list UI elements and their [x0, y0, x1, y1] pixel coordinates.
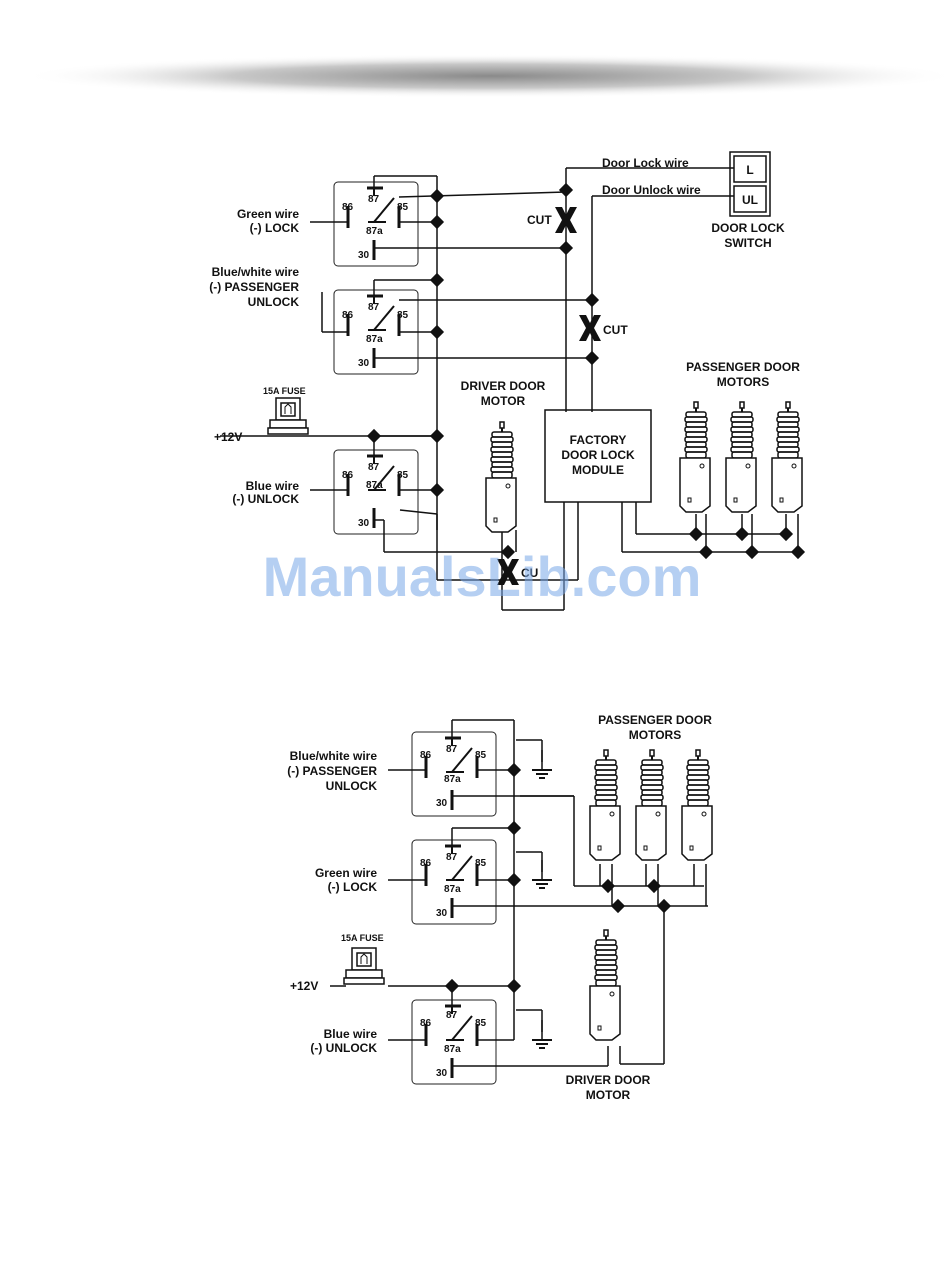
d1-driver-motor-line2: MOTOR: [481, 394, 526, 408]
d2-r1-pin85: 85: [475, 750, 487, 761]
diagram-2-labels: 87 86 85 87a 30 87 86 85 87a 30 87 86 85…: [287, 713, 712, 1102]
d2-driver-motor-line2: MOTOR: [586, 1088, 631, 1102]
factory-module-box: [544, 409, 652, 503]
d1-r1-pin87a: 87a: [366, 226, 383, 237]
watermark: ManualsLib.com: [263, 545, 702, 608]
d1-switch-label-line1: DOOR LOCK: [711, 221, 785, 235]
d1-r1-pin87: 87: [368, 194, 380, 205]
passenger-motor-2a: [589, 749, 621, 861]
d1-r3-pin85: 85: [397, 470, 409, 481]
d1-r2-pin85: 85: [397, 310, 409, 321]
d1-r2-pin87: 87: [368, 302, 380, 313]
passenger-motor-1a: [679, 401, 711, 513]
d1-switch-lock: L: [746, 163, 753, 177]
d2-r1-pin87: 87: [446, 744, 458, 755]
d2-relay1-label-line1: Blue/white wire: [290, 749, 378, 763]
d2-r3-pin30: 30: [436, 1068, 448, 1079]
d1-passenger-motors-line2: MOTORS: [717, 375, 769, 389]
driver-motor-1: [485, 421, 517, 533]
d2-relay2-label-line1: Green wire: [315, 866, 377, 880]
d1-relay1-label-line2: (-) LOCK: [250, 221, 300, 235]
d2-r3-pin85: 85: [475, 1018, 487, 1029]
d1-switch-label-line2: SWITCH: [724, 236, 771, 250]
d1-relay1-label-line1: Green wire: [237, 207, 299, 221]
d1-r1-pin85: 85: [397, 202, 409, 213]
d2-fuse-label: 15A FUSE: [341, 933, 384, 943]
d1-power-label: +12V: [214, 430, 242, 444]
d1-r3-pin30: 30: [358, 518, 370, 529]
header-shading: [20, 54, 950, 98]
passenger-motor-1b: [725, 401, 757, 513]
d1-r1-pin30: 30: [358, 250, 370, 261]
switch-housing: [729, 151, 771, 217]
cut-mark-unlock: [579, 315, 601, 341]
d1-driver-motor-line1: DRIVER DOOR: [461, 379, 546, 393]
d2-passenger-motors-line1: PASSENGER DOOR: [598, 713, 712, 727]
d1-module-line2: DOOR LOCK: [561, 448, 635, 462]
passenger-motor-1c: [771, 401, 803, 513]
d2-driver-motor-line1: DRIVER DOOR: [566, 1073, 651, 1087]
d2-passenger-motors-line2: MOTORS: [629, 728, 681, 742]
d1-relay3-label-line2: (-) UNLOCK: [232, 492, 299, 506]
d1-door-unlock-wire: Door Unlock wire: [602, 183, 701, 197]
d1-door-lock-wire: Door Lock wire: [602, 156, 689, 170]
d1-relay3-label-line1: Blue wire: [246, 479, 300, 493]
d1-relay2-label-line3: UNLOCK: [248, 295, 300, 309]
d2-relay3-label-line2: (-) UNLOCK: [310, 1041, 377, 1055]
d1-r3-pin87: 87: [368, 462, 380, 473]
passenger-motor-2c: [681, 749, 713, 861]
d2-relay1-label-line2: (-) PASSENGER: [287, 764, 377, 778]
d1-r2-pin87a: 87a: [366, 334, 383, 345]
d1-passenger-motors-line1: PASSENGER DOOR: [686, 360, 800, 374]
d2-r2-pin30: 30: [436, 908, 448, 919]
switch-unlock-button: [733, 185, 767, 213]
d1-r3-pin87a: 87a: [366, 480, 383, 491]
fuse-2: [343, 947, 385, 985]
d2-r3-pin87: 87: [446, 1010, 458, 1021]
d2-r2-pin85: 85: [475, 858, 487, 869]
d1-switch-unlock: UL: [742, 193, 758, 207]
d2-r3-pin86: 86: [420, 1018, 432, 1029]
d1-cut-label-1: CUT: [527, 213, 552, 227]
d2-relay2-label-line2: (-) LOCK: [328, 880, 378, 894]
d2-r3-pin87a: 87a: [444, 1044, 461, 1055]
d2-relay1-label-line3: UNLOCK: [326, 779, 378, 793]
d2-power-label: +12V: [290, 979, 318, 993]
d2-r2-pin87a: 87a: [444, 884, 461, 895]
passenger-motor-2b: [635, 749, 667, 861]
diagram-1-labels: 87 86 85 87a 30 87 86 85 87a 30 87 86 85…: [209, 156, 800, 580]
d2-r2-pin87: 87: [446, 852, 458, 863]
d1-module-line1: FACTORY: [570, 433, 627, 447]
d1-cut-label-2: CUT: [603, 323, 628, 337]
fuse-1: [267, 397, 309, 435]
driver-motor-2: [589, 929, 621, 1041]
d2-r1-pin86: 86: [420, 750, 432, 761]
switch-lock-button: [733, 155, 767, 183]
d1-relay2-label-line2: (-) PASSENGER: [209, 280, 299, 294]
d1-r2-pin30: 30: [358, 358, 370, 369]
d1-r1-pin86: 86: [342, 202, 354, 213]
d1-r3-pin86: 86: [342, 470, 354, 481]
d2-relay3-label-line1: Blue wire: [324, 1027, 378, 1041]
d1-relay2-label-line1: Blue/white wire: [212, 265, 300, 279]
d2-r1-pin30: 30: [436, 798, 448, 809]
d1-cut-label-3: CU: [521, 566, 538, 580]
d1-module-line3: MODULE: [572, 463, 624, 477]
d1-fuse-label: 15A FUSE: [263, 386, 306, 396]
diagram-2-junctions: [444, 762, 672, 994]
d2-r1-pin87a: 87a: [444, 774, 461, 785]
diagram-2-grounds: [531, 749, 553, 1049]
d1-r2-pin86: 86: [342, 310, 354, 321]
d2-r2-pin86: 86: [420, 858, 432, 869]
